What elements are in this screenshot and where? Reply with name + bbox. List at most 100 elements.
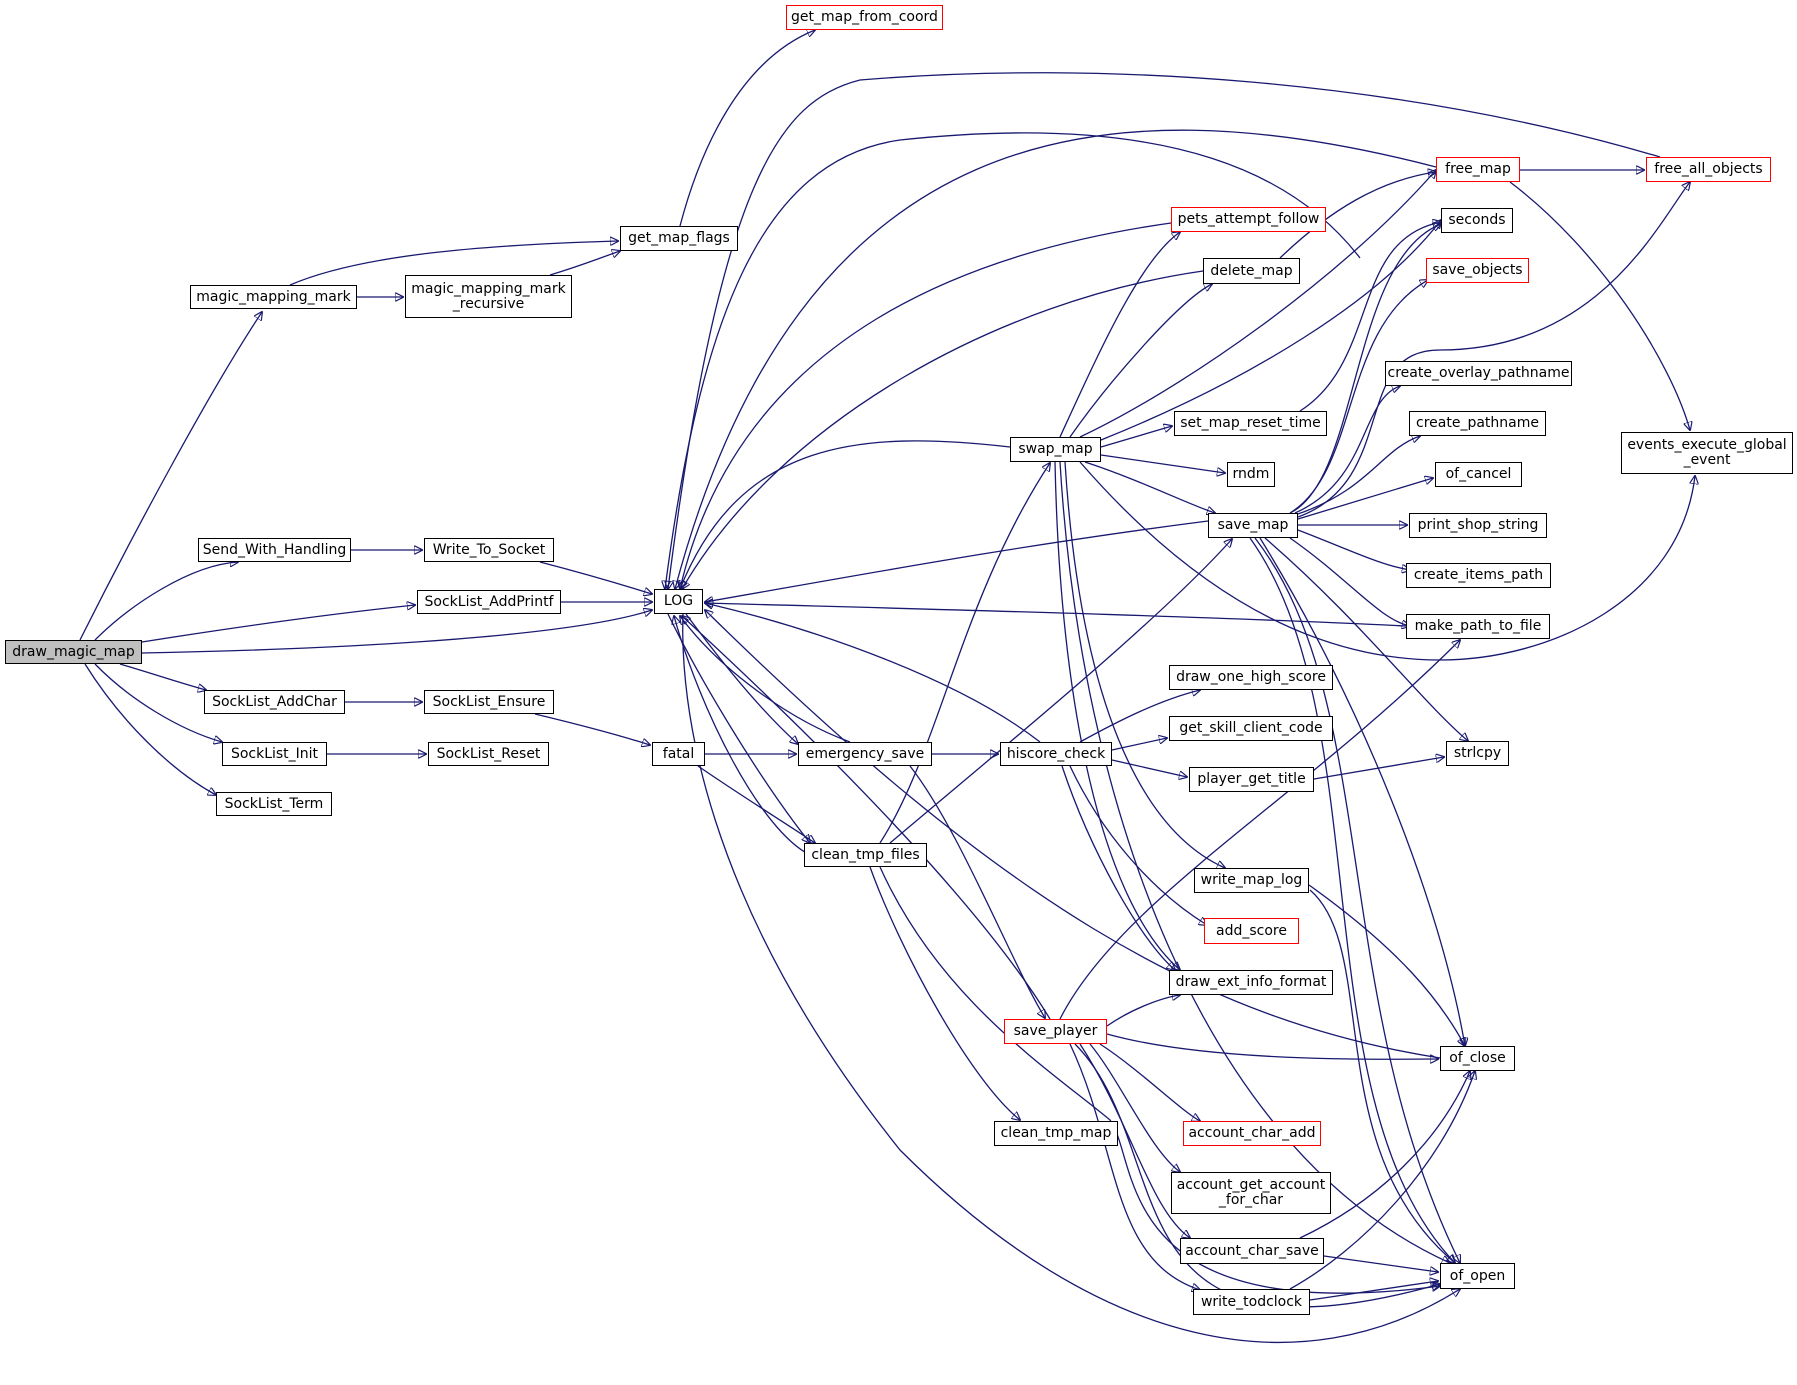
edge-swap-map-to-save-map [1084, 461, 1215, 513]
edge-write-todclock-to-of-close [1289, 1071, 1475, 1290]
node-print-shop-string[interactable]: print_shop_string [1409, 513, 1547, 538]
edge-draw-magic-map-to-send-with-handling [94, 562, 238, 641]
node-write-map-log[interactable]: write_map_log [1194, 868, 1309, 893]
node-create-pathname[interactable]: create_pathname [1409, 411, 1546, 436]
node-save-map[interactable]: save_map [1208, 513, 1298, 538]
edge-save-player-to-of-open [1074, 1043, 1440, 1308]
node-log[interactable]: LOG [654, 589, 703, 614]
edge-account-char-save-to-of-open [1323, 1255, 1438, 1272]
edge-clean-tmp-files-to-swap-map [879, 463, 1050, 844]
edge-save-player-to-log [682, 616, 1051, 1020]
edge-get-map-flags-to-get-map-from-coord [679, 30, 815, 227]
node-hiscore-check[interactable]: hiscore_check [1000, 742, 1112, 766]
edge-swap-map-to-events-execute-global-event [1079, 461, 1695, 661]
edge-save-player-to-draw-ext-info-format [1106, 995, 1180, 1027]
node-socklist-init[interactable]: SockList_Init [222, 742, 327, 766]
node-free-all-objects[interactable]: free_all_objects [1646, 157, 1771, 182]
edge-swap-map-to-delete-map [1069, 284, 1212, 438]
edge-save-map-to-of-cancel [1297, 478, 1433, 520]
node-draw-one-high-score[interactable]: draw_one_high_score [1169, 665, 1333, 690]
edge-swap-map-to-log [680, 440, 1011, 589]
node-events-execute-global-event[interactable]: events_execute_global _event [1621, 432, 1793, 474]
node-save-objects[interactable]: save_objects [1426, 258, 1529, 283]
edge-player-get-title-to-strlcpy [1313, 757, 1444, 780]
edge-emergency-save-to-log [680, 616, 851, 743]
edge-clean-tmp-files-to-log [674, 616, 811, 856]
node-add-score[interactable]: add_score [1204, 918, 1299, 944]
node-account-get-account-for-char[interactable]: account_get_account _for_char [1171, 1172, 1331, 1214]
node-write-to-socket[interactable]: Write_To_Socket [424, 538, 554, 562]
node-pets-attempt-follow[interactable]: pets_attempt_follow [1171, 207, 1326, 232]
edge-save-map-to-of-close [1259, 537, 1465, 1046]
edge-set-map-reset-time-to-seconds [1299, 222, 1441, 412]
edge-draw-magic-map-to-socklist-init [94, 663, 222, 742]
node-strlcpy[interactable]: strlcpy [1446, 741, 1509, 766]
edge-fatal-to-clean-tmp-files [697, 765, 815, 843]
edge-save-player-to-make-path-to-file [1059, 640, 1460, 1020]
edge-pets-attempt-follow-to-log [680, 222, 1172, 589]
edge-draw-magic-map-to-socklist-addchar [119, 663, 206, 690]
edge-emergency-save-to-save-player [909, 765, 1045, 1018]
node-delete-map[interactable]: delete_map [1203, 258, 1300, 284]
edge-hiscore-check-to-player-get-title [1111, 759, 1187, 777]
node-swap-map[interactable]: swap_map [1010, 437, 1101, 462]
edge-free-map-to-events-execute-global-event [1509, 181, 1690, 430]
edge-swap-map-to-write-map-log [1064, 461, 1225, 868]
node-socklist-ensure[interactable]: SockList_Ensure [424, 690, 554, 714]
node-of-close[interactable]: of_close [1440, 1046, 1515, 1071]
edge-save-player-to-account-char-add [1099, 1043, 1200, 1121]
node-of-open[interactable]: of_open [1440, 1263, 1515, 1289]
node-save-player[interactable]: save_player [1004, 1019, 1107, 1044]
node-write-todclock[interactable]: write_todclock [1193, 1289, 1310, 1315]
node-draw-ext-info-format[interactable]: draw_ext_info_format [1169, 970, 1333, 995]
node-magic-mapping-mark[interactable]: magic_mapping_mark [190, 285, 357, 309]
node-player-get-title[interactable]: player_get_title [1189, 767, 1314, 792]
node-of-cancel[interactable]: of_cancel [1435, 462, 1522, 487]
node-make-path-to-file[interactable]: make_path_to_file [1406, 614, 1550, 639]
node-socklist-reset[interactable]: SockList_Reset [428, 742, 549, 766]
node-socklist-addchar[interactable]: SockList_AddChar [204, 690, 345, 714]
edge-write-to-socket-to-log [539, 561, 652, 594]
node-clean-tmp-map[interactable]: clean_tmp_map [994, 1121, 1118, 1146]
node-get-map-from-coord[interactable]: get_map_from_coord [786, 5, 943, 30]
node-get-skill-client-code[interactable]: get_skill_client_code [1169, 716, 1333, 741]
node-seconds[interactable]: seconds [1441, 208, 1513, 233]
edge-save-player-to-account-get-account [1089, 1043, 1180, 1172]
edge-write-map-log-to-of-close [1308, 884, 1465, 1046]
node-get-map-flags[interactable]: get_map_flags [620, 226, 738, 251]
edge-hiscore-check-to-add-score [1069, 765, 1207, 925]
edge-save-player-to-write-todclock [1069, 1043, 1200, 1290]
edge-hiscore-check-to-draw-ext-info-format [1061, 765, 1175, 970]
node-send-with-handling[interactable]: Send_With_Handling [198, 538, 351, 562]
edge-log-to-emergency-save [685, 613, 798, 744]
node-socklist-addprintf[interactable]: SockList_AddPrintf [417, 590, 561, 614]
edge-save-map-to-create-pathname [1294, 436, 1420, 516]
edge-delete-map-to-free-map [1279, 172, 1436, 259]
node-create-items-path[interactable]: create_items_path [1406, 563, 1551, 588]
edge-draw-magic-map-to-magic-mapping-mark [79, 312, 262, 641]
node-magic-mapping-mark-recursive[interactable]: magic_mapping_mark _recursive [405, 275, 572, 318]
node-set-map-reset-time[interactable]: set_map_reset_time [1174, 411, 1327, 436]
edge-save-map-to-free-all-objects [1297, 182, 1690, 518]
node-clean-tmp-files[interactable]: clean_tmp_files [804, 843, 927, 867]
edge-save-map-to-create-items-path [1297, 529, 1410, 570]
edge-hiscore-check-to-log [705, 603, 1041, 743]
edge-save-map-to-save-objects [1289, 280, 1428, 514]
node-free-map[interactable]: free_map [1436, 157, 1520, 182]
edge-save-map-to-of-open-2 [1249, 537, 1455, 1263]
edge-recursive-to-get-map-flags [549, 251, 620, 276]
node-rndm[interactable]: rndm [1227, 462, 1275, 487]
node-fatal[interactable]: fatal [652, 742, 705, 766]
node-emergency-save[interactable]: emergency_save [798, 742, 932, 766]
node-account-char-add[interactable]: account_char_add [1183, 1121, 1321, 1146]
edge-draw-magic-map-to-socklist-addprintf [141, 605, 415, 643]
node-account-char-save[interactable]: account_char_save [1180, 1238, 1324, 1264]
node-draw-magic-map: draw_magic_map [5, 640, 142, 664]
node-create-overlay-pathname[interactable]: create_overlay_pathname [1385, 361, 1572, 386]
edge-save-map-to-make-path-to-file [1289, 537, 1410, 626]
node-socklist-term[interactable]: SockList_Term [216, 792, 332, 816]
edge-save-player-to-of-close [1106, 1033, 1438, 1059]
edge-swap-map-to-draw-ext-info-format [1054, 461, 1180, 970]
